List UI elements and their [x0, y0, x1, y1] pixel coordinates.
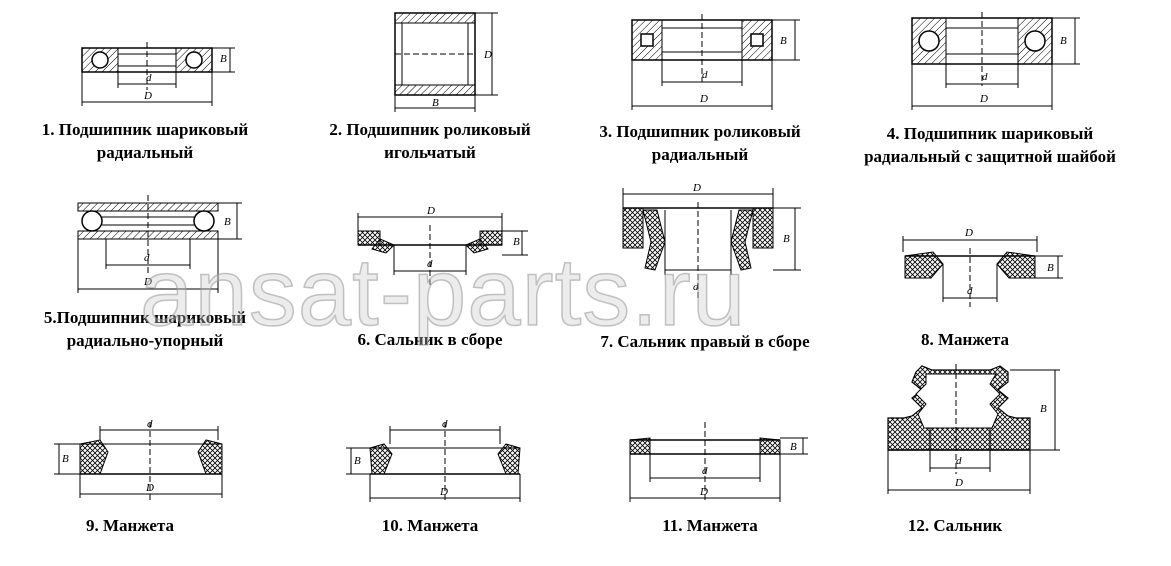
dim-B: B	[62, 453, 69, 465]
dim-d: d	[967, 285, 973, 297]
dim-D: D	[699, 486, 708, 498]
dim-B: B	[1060, 35, 1067, 47]
dim-D: D	[964, 227, 973, 239]
dim-D: D	[143, 90, 152, 102]
caption-11: 11. Манжета	[662, 516, 758, 535]
dim-D: D	[145, 482, 154, 494]
dim-B: B	[1047, 262, 1054, 274]
dim-D: D	[143, 276, 152, 288]
dim-D: D	[692, 182, 701, 194]
dim-d: d	[693, 281, 699, 293]
dim-B: B	[354, 455, 361, 467]
dim-B: B	[790, 441, 797, 453]
dim-d: d	[146, 72, 152, 84]
figure-ball-bearing-radial: d D B	[81, 42, 235, 106]
dim-d: d	[147, 418, 153, 430]
dim-d: d	[702, 69, 708, 81]
dim-d: d	[144, 252, 150, 264]
dim-d: d	[702, 465, 708, 477]
figure-cuff-10: d D B	[346, 418, 521, 502]
dim-d: d	[956, 455, 962, 467]
dim-D: D	[439, 486, 448, 498]
dim-d: d	[442, 418, 448, 430]
dim-D: D	[699, 93, 708, 105]
caption-9: 9. Манжета	[85, 516, 175, 535]
figure-roller-bearing-radial: d D B	[631, 14, 800, 110]
dim-B: B	[432, 97, 439, 109]
dim-B: B	[780, 35, 787, 47]
caption-8: 8. Манжета	[920, 330, 1010, 349]
caption-7: 7. Сальник правый в сборе	[600, 332, 810, 351]
caption-6: 6. Сальник в сборе	[357, 330, 503, 349]
dim-B: B	[220, 53, 227, 65]
dim-d: d	[427, 258, 433, 270]
dim-D: D	[426, 205, 435, 217]
figure-oil-seal-boot: d D B	[887, 364, 1060, 494]
dim-D: D	[979, 93, 988, 105]
dim-B: B	[783, 233, 790, 245]
caption-12: 12. Сальник	[907, 516, 1003, 535]
figure-cuff-9: d D B	[54, 418, 223, 500]
dim-d: d	[982, 71, 988, 83]
dim-D: D	[954, 477, 963, 489]
figure-cuff-8: d D B	[902, 227, 1063, 307]
dim-B: B	[1040, 403, 1047, 415]
figure-right-oil-seal: d D B	[622, 182, 801, 300]
dim-D: D	[483, 49, 492, 61]
figure-needle-bearing: D B	[394, 12, 498, 112]
figure-angular-ball-bearing: d D B	[77, 195, 242, 293]
figure-oil-seal-assembly: d D B	[357, 205, 528, 285]
dim-B: B	[513, 236, 520, 248]
dim-B: B	[224, 216, 231, 228]
figure-ball-bearing-shielded: d D B	[911, 12, 1080, 110]
figure-cuff-11: d D B	[629, 422, 808, 502]
caption-10: 10. Манжета	[381, 516, 479, 535]
